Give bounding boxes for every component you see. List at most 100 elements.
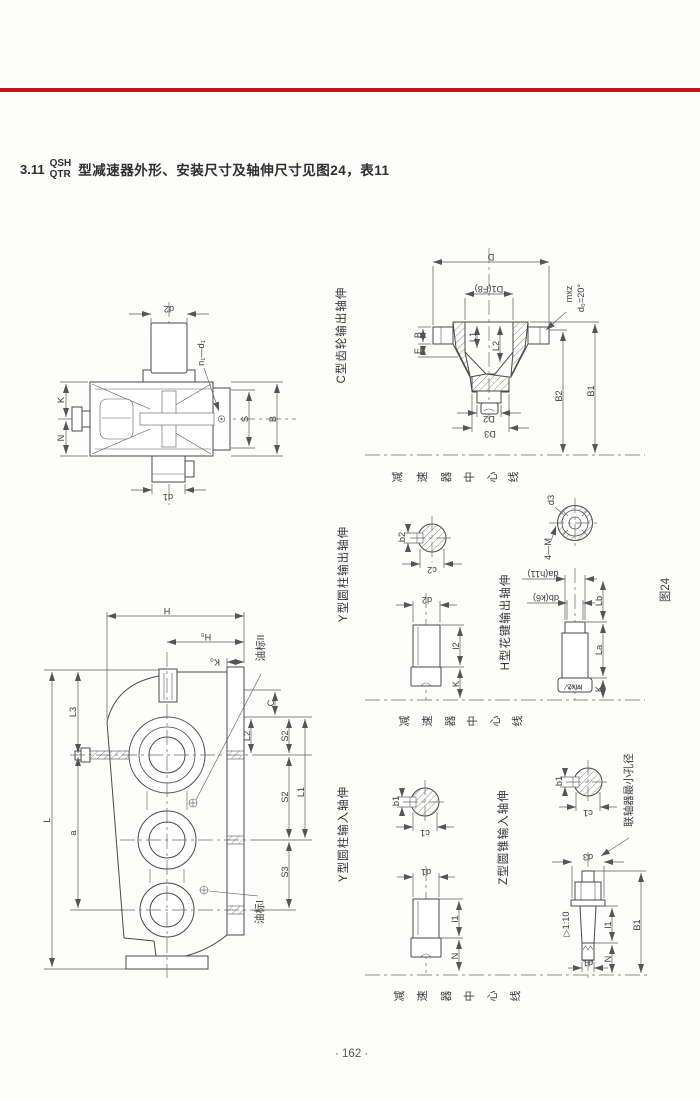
centerline-char: 线: [508, 991, 522, 1002]
dim-label-mxz-spline: mxz: [568, 683, 583, 692]
view-housing-front: H H₀ K₀ L3 L a C L2 S2: [42, 606, 312, 978]
centerline-char: 线: [510, 716, 524, 727]
dim-label-L2: L2: [491, 341, 501, 351]
dim-label-S2-lower: S2: [280, 791, 290, 802]
dim-label-La: La: [594, 644, 604, 655]
oil-gauge-1-label: 油标I: [253, 900, 266, 924]
dim-label-4m: 4—M: [543, 538, 553, 560]
dim-label-l2: l2: [451, 642, 461, 649]
dim-label-taper: ▷1:10: [561, 912, 571, 937]
dim-label-D2: D2: [483, 414, 495, 424]
view-title-y-output: Y型圆柱输出轴伸: [336, 526, 350, 622]
centerline-char: 速: [416, 991, 429, 1002]
dim-label-db: db(k6): [533, 593, 559, 603]
dim-label-L2-front: L2: [242, 731, 252, 741]
figure-number-label: 图24: [659, 577, 672, 602]
dim-label-K0: K₀: [210, 657, 220, 667]
dim-label-B: B: [413, 332, 423, 338]
centerline-char: 速: [421, 716, 434, 727]
dim-label-d1: d1: [163, 492, 173, 502]
section-number: 3.11: [20, 161, 45, 177]
dim-label-S2-upper: S2: [280, 730, 290, 741]
dim-label-k-spline: K: [594, 685, 604, 692]
dim-label-b1-yin: b1: [391, 796, 401, 806]
centerline-char: 器: [440, 472, 453, 483]
series-codes: QSH QTR: [50, 158, 72, 180]
view-h-spline-output: H型花键输出轴伸 d3 4—M da(h11) db(k6): [498, 495, 607, 700]
dim-label-pressure-angle: d₀=20°: [576, 284, 586, 313]
dim-label-k: K: [56, 396, 66, 403]
dim-label-L: L: [42, 817, 52, 822]
dim-label-c2: c2: [427, 565, 437, 575]
dim-label-l1-yin: l1: [450, 915, 460, 922]
view-z-cone-input: Z型圆锥输入轴伸 b1 c1 联轴器最小孔径 d3: [496, 753, 646, 978]
dim-label-S3: S3: [280, 866, 290, 877]
dim-label-C: C: [266, 699, 276, 706]
dim-label-n1-d1: n₁—d₁: [196, 340, 206, 366]
dim-label-b1-zin: b1: [554, 776, 564, 786]
series-code-top: QSH: [49, 158, 72, 169]
view-title-h-output: H型花键输出轴伸: [498, 574, 512, 671]
centerline-char: 心: [489, 716, 502, 727]
page-number: · 162 ·: [335, 1048, 369, 1060]
dim-label-mxz: mxz: [564, 285, 574, 302]
centerline-char: 线: [506, 472, 520, 483]
dim-label-n-yin: N: [450, 953, 460, 960]
dim-label-D: D: [487, 252, 494, 262]
dim-label-d2: d2: [164, 304, 174, 314]
centerline-char: 减: [393, 991, 406, 1002]
oil-gauge-2-label: 油标II: [254, 635, 267, 662]
dim-label-k-out: K: [451, 680, 461, 687]
dim-label-c1-zin: c1: [583, 808, 593, 818]
top-red-rule: [0, 88, 700, 92]
centerline-char: 减: [391, 472, 404, 483]
dim-label-d3-zin: d3: [583, 852, 593, 862]
centerline-char: 器: [444, 716, 457, 727]
dim-label-d3-spline: d3: [546, 495, 556, 505]
centerline-char: 中: [466, 716, 479, 727]
centerline-char: 心: [486, 472, 499, 483]
dim-label-n: N: [56, 435, 66, 442]
dim-label-D1F8: D1(F8): [475, 284, 504, 294]
dim-label-c1-yin: c1: [420, 828, 430, 838]
view-title-c-output: C型齿轮输出轴伸: [334, 287, 348, 384]
centerline-char: 心: [486, 991, 499, 1002]
view-title-y-input: Y型圆柱输入轴伸: [336, 786, 350, 882]
dim-label-da: da(h11): [528, 569, 559, 579]
reducer-centerline-2: 减 速 器 中 心 线: [365, 699, 645, 727]
reducer-centerline-1: 减 速 器 中 心 线: [365, 454, 645, 483]
series-code-bottom: QTR: [49, 169, 71, 180]
centerline-char: 中: [463, 991, 476, 1002]
dim-label-H: H: [164, 606, 171, 616]
view-reducer-plan: d2 K N S B n₁—d₁ d1: [56, 302, 296, 505]
dim-label-E: E: [413, 348, 423, 354]
dim-label-D3: D3: [484, 429, 496, 439]
dim-label-b2: b2: [397, 532, 407, 542]
dim-label-d1-yin: d1: [421, 867, 431, 877]
dim-label-L1: L1: [468, 332, 478, 342]
dim-label-B1: B1: [586, 385, 596, 396]
centerline-char: 中: [463, 472, 476, 483]
section-title: 型减速器外形、安装尺寸及轴伸尺寸见图24，表11: [78, 163, 390, 178]
dim-label-B1-zin: B1: [632, 919, 642, 930]
coupling-min-bore-label: 联轴器最小孔径: [622, 753, 635, 827]
view-y-input: Y型圆柱输入轴伸 b1 c1 d1: [336, 780, 463, 973]
view-y-output: Y型圆柱输出轴伸 b2 c2 d2: [336, 516, 464, 700]
dim-label-Lb: Lb: [594, 596, 604, 606]
dim-label-a: a: [68, 830, 78, 836]
reducer-centerline-3: 减 速 器 中 心 线: [365, 974, 648, 1002]
dim-label-d1-zin: d1: [583, 958, 593, 968]
dim-label-L1-front: L1: [296, 787, 306, 797]
centerline-char: 速: [416, 472, 429, 483]
dim-label-n-zin: N: [603, 956, 613, 963]
view-title-z-input: Z型圆锥输入轴伸: [496, 789, 510, 885]
dim-label-L3: L3: [68, 707, 78, 717]
centerline-char: 器: [440, 991, 453, 1002]
dim-label-s: S: [240, 416, 250, 422]
dim-label-H0: H₀: [201, 632, 212, 642]
dim-label-B2: B2: [554, 390, 564, 401]
dim-label-b: B: [268, 416, 278, 422]
section-heading: 3.11 QSH QTR 型减速器外形、安装尺寸及轴伸尺寸见图24，表11: [20, 158, 390, 180]
